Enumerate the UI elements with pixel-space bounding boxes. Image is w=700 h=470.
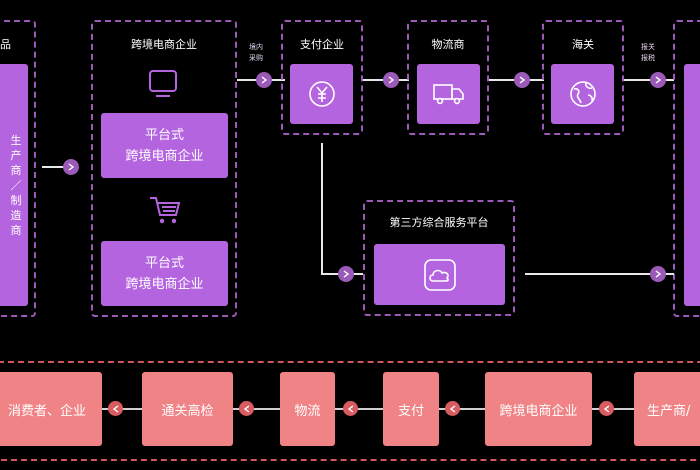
flow-step-customs: 通关高检 (142, 372, 233, 446)
producer-group-title: 品 (0, 38, 11, 51)
flow-arrow-1 (108, 401, 123, 416)
producer-label: 生产商／制造商 (10, 133, 22, 237)
customs-group-title: 海关 (572, 38, 594, 51)
flow-arrow-3 (343, 401, 358, 416)
producer-box: 生产商／制造商 (0, 64, 28, 306)
logistics-group-title: 物流商 (431, 38, 465, 51)
platform-box-2-label: 平台式 跨境电商企业 (125, 255, 204, 292)
label-customs-tax: 报关 报税 (641, 43, 655, 62)
flow-step-payment: 支付 (383, 372, 439, 446)
right-group (673, 20, 700, 317)
cross-border-group (91, 20, 237, 317)
flow-connector-4 (439, 408, 485, 410)
label-domestic-purchase: 境内 采购 (249, 43, 263, 62)
cross-border-group-title: 跨境电商企业 (131, 38, 197, 51)
globe-icon (569, 81, 596, 107)
arrow-node-3 (383, 72, 399, 88)
connector-customs-right (624, 79, 674, 81)
flow-arrow-4 (445, 401, 460, 416)
connector-third-right (525, 273, 674, 275)
truck-icon (432, 84, 464, 105)
logistics-group (407, 20, 489, 135)
customs-group (542, 20, 624, 135)
flow-connector-3 (335, 408, 383, 410)
flow-step-logistics: 物流 (280, 372, 335, 446)
cart-icon (148, 194, 182, 230)
arrow-node-7 (650, 266, 666, 282)
platform-box-1: 平台式 跨境电商企业 (101, 113, 228, 178)
producer-group (0, 20, 36, 317)
arrow-node-5 (650, 72, 666, 88)
flow-arrow-2 (239, 401, 254, 416)
arrow-node-1 (63, 159, 79, 175)
third-party-group (363, 200, 515, 316)
arrow-node-6 (338, 266, 354, 282)
customs-box (551, 64, 614, 124)
flow-step-consumer: 消费者、企业 (0, 372, 102, 446)
third-party-box (374, 244, 505, 305)
monitor-icon (147, 68, 179, 104)
yen-icon (308, 81, 335, 107)
arrow-node-4 (514, 72, 530, 88)
flow-step-ecommerce: 跨境电商企业 (485, 372, 592, 446)
third-party-group-title: 第三方综合服务平台 (389, 216, 489, 229)
payment-group-title: 支付企业 (300, 38, 344, 51)
platform-box-2: 平台式 跨境电商企业 (101, 241, 228, 306)
payment-box (290, 64, 353, 124)
bottom-flow-group (0, 361, 700, 461)
flow-arrow-5 (599, 401, 614, 416)
logistics-box (417, 64, 480, 124)
arrow-node-2 (256, 72, 272, 88)
payment-group (281, 20, 363, 135)
right-box (684, 64, 700, 306)
cloud-icon (423, 258, 456, 291)
flow-step-producer-label: 生产商/ (647, 403, 691, 419)
platform-box-1-label: 平台式 跨境电商企业 (125, 127, 204, 164)
flow-connector-2 (233, 408, 280, 410)
connector-pay-third (321, 143, 323, 274)
flow-step-producer: 生产商/ (634, 372, 700, 446)
connector-left-cross (42, 166, 76, 168)
